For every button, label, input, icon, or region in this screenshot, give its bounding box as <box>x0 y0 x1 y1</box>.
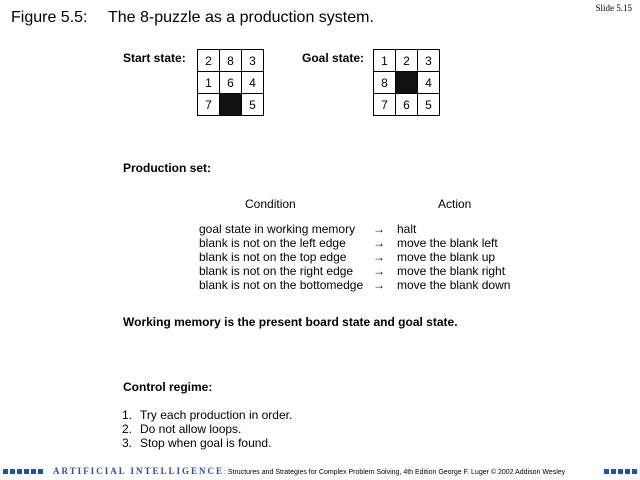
rule-row: blank is not on the top edge → move the … <box>199 250 510 264</box>
rule-row: goal state in working memory → halt <box>199 222 510 236</box>
ai-title: ARTIFICIAL INTELLIGENCE <box>53 466 224 476</box>
production-set-heading: Production set: <box>123 161 212 175</box>
condition-header: Condition <box>245 197 296 211</box>
rule-condition: blank is not on the left edge <box>199 236 346 250</box>
goal-cell-3: 8 <box>374 72 396 94</box>
rule-action: move the blank down <box>397 278 511 292</box>
goal-cell-1: 2 <box>396 50 418 72</box>
goal-state-label: Goal state: <box>302 51 365 65</box>
step-number: 3. <box>122 436 133 450</box>
working-memory-note: Working memory is the present board stat… <box>123 315 458 329</box>
decor-square <box>625 468 630 474</box>
start-cell-0: 2 <box>198 50 220 72</box>
goal-cell-8: 5 <box>418 94 440 116</box>
right-arrow-icon: → <box>373 236 385 250</box>
decor-square <box>611 468 616 474</box>
decor-square <box>17 468 22 474</box>
control-regime-list: 1. Try each production in order. 2. Do not… <box>122 408 292 450</box>
decor-square <box>618 468 623 474</box>
rule-action: halt <box>397 222 417 236</box>
footer-decor-right <box>604 468 637 474</box>
decor-square <box>3 468 8 474</box>
right-arrow-icon: → <box>373 278 385 292</box>
right-arrow-icon: → <box>373 222 385 236</box>
footer-citation-text: : Structures and Strategies for Complex … <box>223 469 566 476</box>
decor-square <box>31 468 36 474</box>
right-arrow-icon: → <box>373 264 385 278</box>
start-cell-6: 7 <box>198 94 220 116</box>
rule-row: blank is not on the left edge → move the… <box>199 236 510 250</box>
rule-row: blank is not on the bottomedge → move th… <box>199 278 510 292</box>
step-text: Do not allow loops. <box>140 422 242 436</box>
start-state-board: 2 8 3 1 6 4 7 5 <box>197 49 264 116</box>
action-header: Action <box>438 197 472 211</box>
step-number: 2. <box>122 422 133 436</box>
list-item: 1. Try each production in order. <box>122 408 292 422</box>
start-cell-1: 8 <box>220 50 242 72</box>
right-arrow-icon: → <box>373 250 385 264</box>
production-rules: goal state in working memory → halt blan… <box>199 222 510 292</box>
start-state-label: Start state: <box>123 51 186 65</box>
rule-action: move the blank right <box>397 264 506 278</box>
step-text: Stop when goal is found. <box>140 436 272 450</box>
rule-condition: blank is not on the top edge <box>199 250 347 264</box>
control-regime-heading: Control regime: <box>123 380 213 394</box>
goal-cell-0: 1 <box>374 50 396 72</box>
goal-cell-7: 6 <box>396 94 418 116</box>
figure-title: The 8-puzzle as a production system. <box>108 9 374 26</box>
start-cell-blank <box>220 94 242 116</box>
decor-square <box>604 468 609 474</box>
start-cell-4: 6 <box>220 72 242 94</box>
goal-cell-blank <box>396 72 418 94</box>
step-text: Try each production in order. <box>140 408 293 422</box>
step-number: 1. <box>122 408 133 422</box>
goal-cell-6: 7 <box>374 94 396 116</box>
goal-state-board: 1 2 3 8 4 7 6 5 <box>373 49 440 116</box>
start-cell-2: 3 <box>242 50 264 72</box>
list-item: 3. Stop when goal is found. <box>122 436 292 450</box>
rule-condition: goal state in working memory <box>199 222 356 236</box>
footer-decor-left <box>3 468 43 474</box>
decor-square <box>632 468 637 474</box>
start-cell-3: 1 <box>198 72 220 94</box>
slide-footer: ARTIFICIAL INTELLIGENCE: Structures and … <box>0 465 640 477</box>
list-item: 2. Do not allow loops. <box>122 422 292 436</box>
figure-label: Figure 5.5: <box>11 9 88 26</box>
rule-condition: blank is not on the right edge <box>199 264 354 278</box>
decor-square <box>10 468 15 474</box>
rule-action: move the blank left <box>397 236 498 250</box>
start-cell-8: 5 <box>242 94 264 116</box>
goal-cell-2: 3 <box>418 50 440 72</box>
goal-cell-5: 4 <box>418 72 440 94</box>
rule-action: move the blank up <box>397 250 496 264</box>
rule-row: blank is not on the right edge → move th… <box>199 264 510 278</box>
slide-number: Slide 5.15 <box>595 3 632 13</box>
start-cell-5: 4 <box>242 72 264 94</box>
decor-square <box>24 468 29 474</box>
decor-square <box>38 468 43 474</box>
rule-condition: blank is not on the bottomedge <box>199 278 364 292</box>
footer-citation: ARTIFICIAL INTELLIGENCE: Structures and … <box>53 466 565 476</box>
